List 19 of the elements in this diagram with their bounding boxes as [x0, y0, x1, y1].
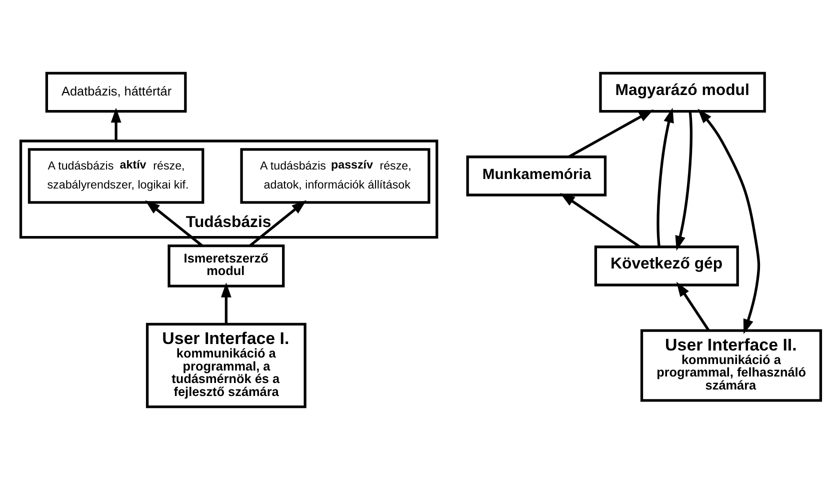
node-box: Adatbázis, háttértár	[45, 71, 187, 112]
arrow	[698, 108, 760, 334]
node-box: A tudásbázis passzív része, adatok, információk állítások	[240, 148, 430, 204]
arrow	[110, 107, 122, 140]
node-box: Munkamemória	[466, 155, 607, 196]
node-box: Magyarázó modul	[599, 71, 766, 112]
arrow	[220, 282, 232, 324]
arrow	[675, 111, 692, 250]
node-box: A tudásbázis aktív része, szabályrendszer, logikai kif.	[28, 148, 204, 204]
node-box: User Interface II. kommunikáció a programmal, felhasználó számára	[640, 328, 822, 402]
arrow	[249, 200, 306, 246]
arrow	[656, 107, 674, 246]
node-box: Következő gép	[594, 245, 739, 286]
node-box: Ismeretszerző modul	[168, 244, 285, 287]
node-box: User Interface I. kommunikáció a programmal, a tudásmérnök és a fejlesztő számára	[146, 322, 306, 408]
arrow	[676, 281, 710, 331]
arrow	[145, 200, 204, 246]
arrow	[560, 192, 640, 248]
arrow	[568, 108, 654, 158]
